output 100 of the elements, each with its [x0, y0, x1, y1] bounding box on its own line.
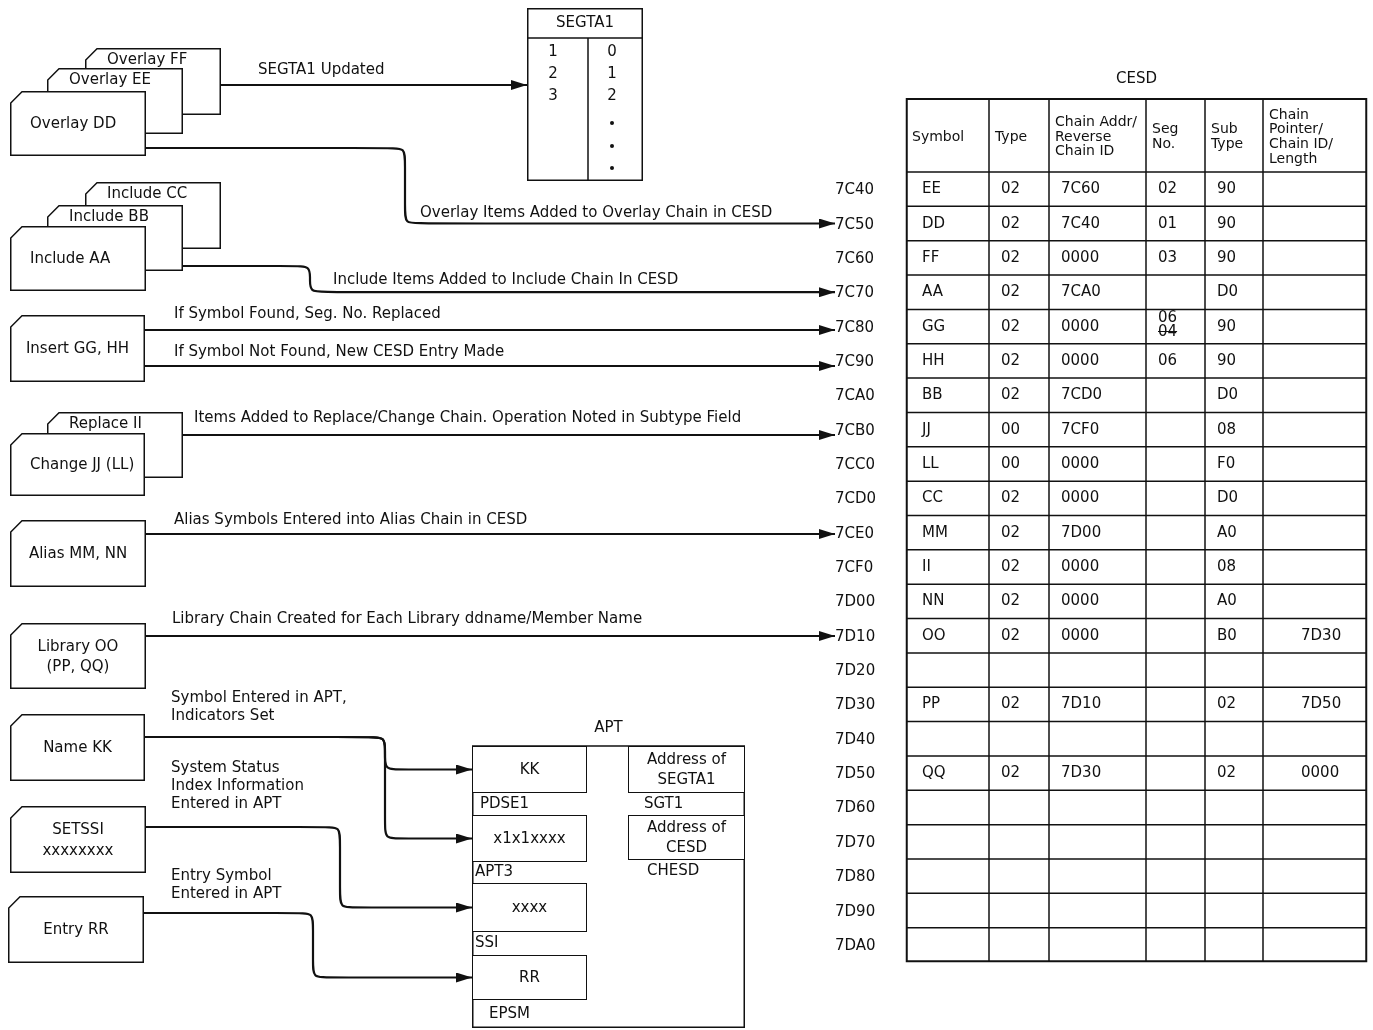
card-label: Overlay DD	[29, 113, 118, 134]
control-card	[10, 226, 146, 291]
field-box	[628, 815, 745, 860]
column-header: Chain Pointer/ Chain ID/ Length	[1269, 104, 1335, 168]
address-label: 7D30	[835, 695, 876, 714]
edge-label: Overlay Items Added to Overlay Chain in CESD	[418, 203, 775, 221]
table-cell: GG	[922, 317, 946, 335]
table-cell: B0	[1217, 626, 1237, 644]
table-cell: 00	[1001, 420, 1021, 438]
arrow	[183, 430, 835, 440]
arrow	[145, 325, 835, 335]
field-box	[472, 815, 587, 862]
address-label: 7D00	[835, 592, 876, 611]
table-cell: 02	[1001, 523, 1021, 541]
table-cell: D0	[1217, 283, 1239, 301]
table-cell: DD	[922, 214, 946, 232]
address-label: 7DA0	[835, 935, 876, 954]
table-cell: II	[922, 558, 931, 576]
control-card	[10, 623, 146, 689]
control-card	[10, 520, 146, 587]
table-cell: 0000	[1061, 626, 1100, 644]
address-label: 7C70	[835, 283, 875, 302]
control-card	[10, 433, 145, 496]
address-label: 7CF0	[835, 558, 874, 576]
table-cell: BB	[922, 386, 943, 404]
table-cell: 7D10	[1061, 695, 1102, 713]
table-cell-text: 2	[547, 65, 559, 83]
table-cell: FF	[922, 248, 940, 267]
control-card	[10, 315, 145, 382]
field-name: APT3	[475, 863, 513, 881]
table-cell: 02	[1001, 386, 1021, 404]
table-cell: D0	[1217, 489, 1239, 507]
card-label: Include AA	[29, 248, 112, 269]
address-label: 7C90	[835, 351, 875, 370]
table-cell: 7CA0	[1061, 283, 1101, 301]
control-card	[10, 806, 146, 873]
edge-label: Alias Symbols Entered into Alias Chain in CESD	[172, 510, 530, 528]
table-cell: 02	[1001, 283, 1021, 301]
field-value: Address of SEGTA1	[646, 750, 728, 789]
control-card	[10, 91, 146, 156]
table-cell: 08	[1217, 420, 1237, 438]
control-card	[10, 714, 145, 781]
address-label: 7D40	[835, 729, 876, 748]
arrow	[144, 911, 472, 983]
table-cell: 02	[1001, 626, 1021, 644]
address-label: 7CB0	[835, 420, 875, 439]
arrow	[183, 264, 835, 298]
address-label: 7CE0	[835, 523, 875, 542]
table-block	[906, 68, 1367, 962]
table-cell-text: 1	[606, 65, 618, 83]
field-value: xxxx	[510, 897, 549, 918]
arrow	[146, 146, 835, 229]
table-cell: 0000	[1301, 764, 1340, 782]
table-title: APT	[593, 719, 624, 737]
table-cell: 02	[1001, 764, 1021, 782]
table-cell: 0000	[1061, 317, 1100, 335]
table-cell: A0	[1217, 523, 1237, 541]
card-label: Overlay EE	[68, 68, 153, 90]
card-label: Change JJ (LL)	[29, 454, 136, 475]
table-cell: LL	[922, 454, 939, 473]
card-label: SETSSI	[52, 819, 104, 840]
field-value: Address of CESD	[646, 818, 728, 857]
table-cell: 02	[1001, 214, 1021, 232]
table-cell: HH	[922, 351, 945, 370]
table-cell: 02	[1158, 180, 1178, 198]
table-cell: OO	[922, 626, 946, 644]
arrow	[146, 529, 835, 539]
field-value: RR	[518, 967, 541, 988]
table-cell: 7C40	[1061, 214, 1101, 232]
arrow	[146, 825, 472, 913]
table-cell: 7D30	[1061, 764, 1102, 782]
card-label: Name KK	[43, 737, 112, 758]
address-label: 7D60	[835, 798, 876, 817]
column-header: Chain Addr/ Reverse Chain ID	[1055, 111, 1139, 161]
table-cell-text: 1	[547, 43, 559, 61]
table-cell: 00	[1001, 454, 1021, 473]
table-cell: 03	[1158, 248, 1178, 267]
column-header: Sub Type	[1211, 119, 1245, 153]
table-cell: 02	[1001, 248, 1021, 267]
address-label: 7C50	[835, 214, 875, 233]
table-cell: 06	[1158, 351, 1178, 370]
table-block	[472, 717, 745, 1028]
table-cell: JJ	[922, 420, 931, 438]
field-name: EPSM	[489, 1005, 530, 1023]
field-box	[472, 955, 587, 1000]
field-box	[628, 746, 745, 793]
address-label: 7CC0	[835, 454, 876, 473]
table-cell: 02	[1001, 592, 1021, 610]
table-cell: F0	[1217, 454, 1236, 473]
address-label: 7D90	[835, 901, 876, 920]
card-label: Include BB	[68, 205, 150, 227]
table-cell: 02	[1001, 180, 1021, 198]
control-card	[8, 896, 144, 963]
table-cell: 0000	[1061, 558, 1100, 576]
field-name: SGT1	[644, 795, 684, 813]
table-cell: A0	[1217, 592, 1237, 610]
table-cell: 02	[1001, 351, 1021, 370]
table-cell: 0000	[1061, 489, 1100, 507]
address-label: 7C60	[835, 248, 875, 267]
card-label: Alias MM, NN	[28, 543, 128, 564]
